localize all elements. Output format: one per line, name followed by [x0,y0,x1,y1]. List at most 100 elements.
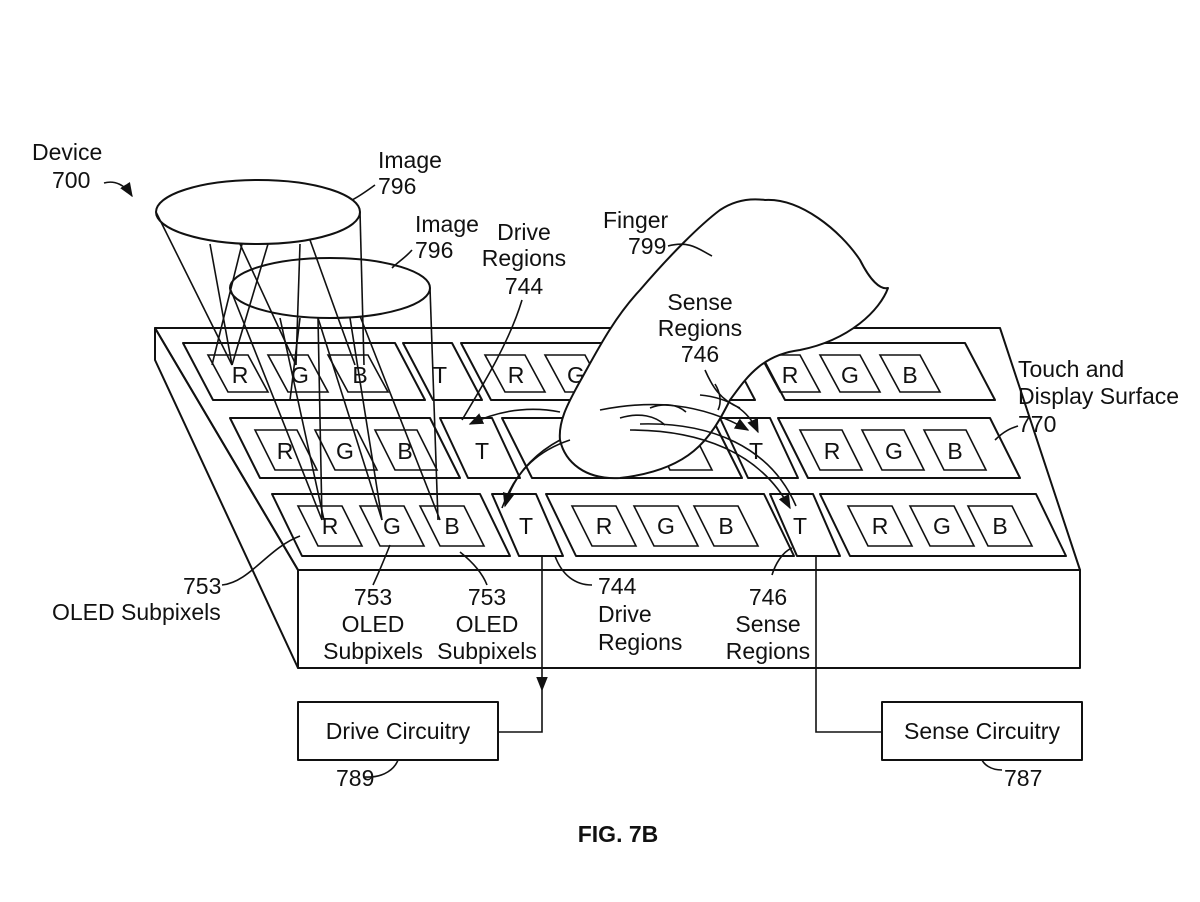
pixel-group-frame [229,417,461,479]
sense-regions-top-ref: 746 [681,341,719,367]
sense-circuitry-box [881,701,1083,761]
drive-regions-top-ref: 744 [505,273,544,299]
cell-letter: G [291,362,309,388]
subpixel-cell [908,505,976,547]
image-ellipse-top [155,179,361,245]
oled-mid-ref: 753 [354,584,392,610]
ray [211,243,243,366]
pixel-group-frame [819,493,1067,557]
device-leader [103,181,133,198]
ray [229,287,323,521]
cell-letter: B [902,362,917,388]
subpixel-cell [418,505,486,547]
cell-letter: R [872,513,889,539]
subpixel-cell [483,354,547,393]
subpixel-cell [632,505,700,547]
sense-regions-top-label: Regions [658,315,742,341]
ray [209,243,233,366]
subpixel-cell [266,354,330,393]
sense-circuitry-ref: 787 [1004,765,1042,791]
ray [289,317,301,401]
drive-circuitry-ref: 789 [336,765,374,791]
image-top-ref: 796 [378,173,416,199]
ray [429,287,439,521]
drive-regions-leader [554,555,593,586]
surface-label: Display Surface [1018,383,1179,409]
cell-letter: R [232,362,249,388]
ray [155,211,233,366]
touch-cell-frame [769,493,841,557]
image-rays [155,179,441,521]
subpixel-cell [253,429,319,471]
pixel-group-frame [182,342,426,401]
finger-knuckle-line [619,414,666,426]
pixel-group-frame [754,342,996,401]
sense-circuitry-label: Sense Circuitry [904,718,1060,744]
cell-letter: B [992,513,1007,539]
sense-arrow [629,429,791,510]
cell-letter: G [933,513,951,539]
drive-circuitry-leader [364,759,399,778]
oled-leader [372,544,391,586]
cell-letter: G [841,362,859,388]
figure-caption: FIG. 7B [578,821,659,847]
cell-letter: B [352,362,367,388]
drive-regions-bottom-label: Regions [598,629,682,655]
image-leader [391,249,413,269]
pixel-group-frame [777,417,1021,479]
cell-letters: R G B T R G R G B R G B T B T R G B R G … [232,362,1008,539]
labels: Device 700 Image 796 Image 796 Drive Reg… [32,139,1179,847]
oled-left-label: OLED Subpixels [52,599,221,625]
sense-regions-leader [704,369,741,409]
subpixel-cell [818,354,882,393]
finger-label: Finger [603,207,669,233]
subpixel-cell [966,505,1034,547]
cell-letter: B [444,513,459,539]
cell-letter: R [277,438,294,464]
oled-mid-label: Subpixels [323,638,423,664]
drive-circuitry-box [297,701,499,761]
sense-arrow-tail [639,423,797,507]
sense-regions-bottom-label: Sense [735,611,800,637]
cell-letter: R [782,362,799,388]
sense-circuitry-leader [981,759,1003,771]
surface-leader [994,425,1019,441]
pixel-group-frame [545,493,795,557]
finger-leader [667,243,713,257]
circuitry [297,556,1083,761]
drive-regions-top-label: Regions [482,245,566,271]
oled-left-ref: 753 [183,573,221,599]
subpixel-cell [358,505,426,547]
slab-front-face [297,569,1081,669]
finger-nail-line [714,383,721,411]
cell-letter: T [433,362,447,388]
oled-right-label: Subpixels [437,638,537,664]
drive-arrow-tail [501,439,561,509]
subpixel-cell [758,354,822,393]
drive-regions-bottom-label: Drive [598,601,652,627]
subpixel-cell [798,429,864,471]
subpixel-cell [570,505,638,547]
ray [317,317,323,521]
cell-letter: G [336,438,354,464]
touch-cell-frame [491,493,564,557]
surface-ref: 770 [1018,411,1056,437]
subpixel-cell [878,354,942,393]
sense-regions-bottom-label: Regions [726,638,810,664]
oled-leader [221,535,301,586]
ray [359,211,365,366]
drive-circuitry-label: Drive Circuitry [326,718,471,744]
image-leader [351,184,376,201]
cell-letter: B [947,438,962,464]
drive-regions-leader [461,299,523,421]
device-ref: 700 [52,167,90,193]
cell-letter: G [383,513,401,539]
oled-mid-label: OLED [342,611,405,637]
sense-regions-top-label: Sense [667,289,732,315]
image-mid-ref: 796 [415,237,453,263]
cell-letter: R [596,513,613,539]
sense-regions-leader [771,547,793,576]
device-label: Device [32,139,102,165]
drive-connection [498,690,543,733]
